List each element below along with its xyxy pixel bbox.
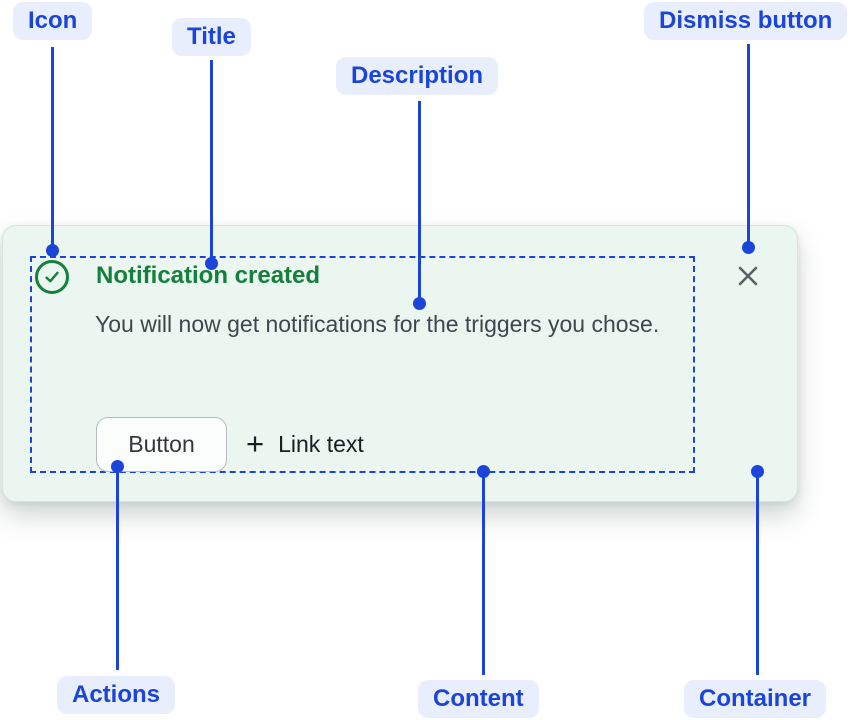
connector-dot-actions [110, 459, 124, 473]
connector-dot-description [412, 296, 426, 310]
annotation-label-icon: Icon [13, 2, 93, 40]
connector-line-container [755, 471, 759, 675]
dismiss-button[interactable] [733, 261, 763, 291]
annotation-label-actions: Actions [57, 676, 176, 714]
annotation-label-title: Title [172, 18, 251, 56]
connector-dot-content [476, 464, 490, 478]
connector-dot-container [750, 464, 764, 478]
annotation-label-dismiss-button: Dismiss button [644, 2, 848, 40]
connector-line-actions [115, 466, 119, 670]
annotation-label-content: Content [418, 680, 539, 718]
connector-line-title [209, 60, 213, 263]
connector-dot-icon [45, 243, 59, 257]
toast-link[interactable]: + Link text [246, 417, 364, 472]
connector-dot-dismiss [741, 240, 755, 254]
connector-line-icon [50, 47, 54, 250]
connector-dot-title [204, 256, 218, 270]
plus-icon: + [246, 425, 265, 461]
connector-line-content [481, 471, 485, 675]
close-icon [734, 262, 762, 290]
success-check-icon [35, 260, 69, 294]
connector-line-dismiss [746, 44, 750, 247]
annotation-label-description: Description [336, 57, 499, 95]
toast-description: You will now get notifications for the t… [95, 311, 660, 337]
annotation-label-container: Container [684, 680, 827, 718]
toast-link-label: Link text [278, 431, 364, 457]
connector-line-description [417, 101, 421, 303]
